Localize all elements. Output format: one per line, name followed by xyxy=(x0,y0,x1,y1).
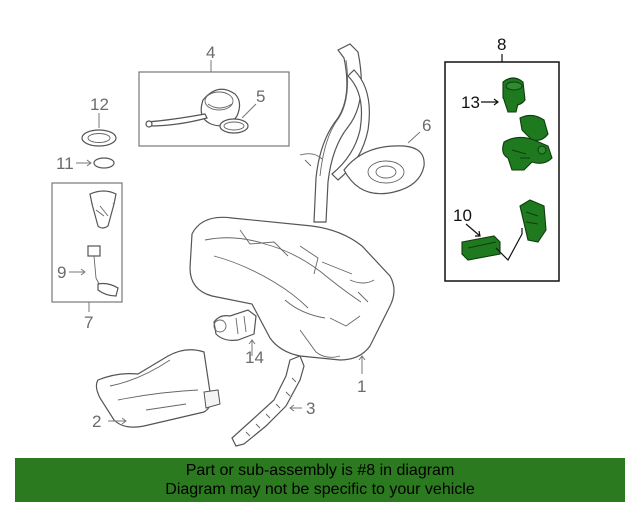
parts-diagram: 4 5 12 11 9 7 xyxy=(51,35,560,447)
strap-group[interactable]: 3 xyxy=(231,355,315,447)
o-ring-group[interactable]: 5 xyxy=(219,87,265,134)
callout-9: 9 xyxy=(57,263,66,282)
pump-bracket[interactable] xyxy=(519,114,549,141)
tank-strap[interactable] xyxy=(231,355,305,447)
filler-pocket-6[interactable] xyxy=(343,145,425,195)
sender-unit-sensor xyxy=(87,245,101,257)
callout-14: 14 xyxy=(245,348,264,367)
fuel-cap-group[interactable]: 4 xyxy=(138,43,290,147)
fuel-tank-group[interactable]: 1 xyxy=(189,216,395,396)
connector-14-group[interactable]: 14 xyxy=(213,309,264,367)
fuel-cap[interactable] xyxy=(200,88,241,127)
callout-4: 4 xyxy=(206,43,215,62)
fuel-tank[interactable] xyxy=(189,216,395,361)
sender-unit-body[interactable] xyxy=(91,203,115,229)
connector-14[interactable] xyxy=(213,309,257,341)
sender-unit-box xyxy=(51,182,123,303)
heat-shield[interactable] xyxy=(95,349,212,428)
fuel-cap-box xyxy=(138,71,290,147)
banner-line-2: Diagram may not be specific to your vehi… xyxy=(165,481,475,498)
callout-5: 5 xyxy=(256,87,265,106)
seal-12-group[interactable]: 12 xyxy=(81,95,117,147)
seal-ring-11[interactable] xyxy=(93,157,115,169)
o-ring-5[interactable] xyxy=(219,118,249,134)
fuel-pump[interactable] xyxy=(502,136,553,171)
callout-7: 7 xyxy=(84,313,93,332)
callout-11: 11 xyxy=(56,154,74,173)
sender-unit-group[interactable]: 9 7 xyxy=(51,182,123,332)
callout-1: 1 xyxy=(357,377,366,396)
assembly-8-box xyxy=(444,61,560,282)
seal-ring-12[interactable] xyxy=(81,129,117,147)
callout-12: 12 xyxy=(90,95,109,114)
callout-8: 8 xyxy=(497,35,506,54)
heat-shield-group[interactable]: 2 xyxy=(92,349,221,431)
fuel-cap-tether xyxy=(146,113,208,127)
filler-neck-group[interactable] xyxy=(299,43,370,223)
fuel-pump-assembly-group[interactable]: 8 13 10 xyxy=(444,35,560,282)
seal-11-group[interactable]: 11 xyxy=(56,154,115,173)
level-sender-10[interactable] xyxy=(461,235,501,261)
callout-6: 6 xyxy=(422,116,431,135)
callout-10: 10 xyxy=(453,206,472,225)
callout-3: 3 xyxy=(306,399,315,418)
callout-2: 2 xyxy=(92,412,101,431)
float-arm xyxy=(97,282,119,297)
sender-unit-flange xyxy=(89,190,117,207)
callout-13: 13 xyxy=(461,93,480,112)
info-banner: Part or sub-assembly is #8 in diagram Di… xyxy=(15,458,625,502)
banner-line-1: Part or sub-assembly is #8 in diagram xyxy=(185,462,455,479)
vent-line xyxy=(331,69,370,181)
filler-pocket-group[interactable]: 6 xyxy=(343,116,431,195)
sender-arm-bracket[interactable] xyxy=(519,199,547,243)
